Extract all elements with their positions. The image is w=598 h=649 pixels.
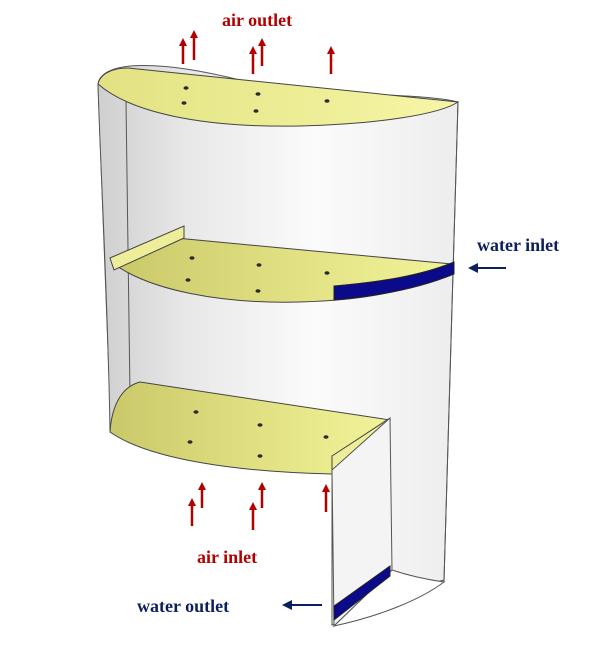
water-inlet-strip: [333, 261, 455, 301]
water-outlet-arrow: [282, 600, 322, 610]
shell-edge-right: [443, 101, 459, 583]
water-inlet-arrow: [468, 263, 506, 273]
shell-edge-left: [125, 101, 131, 397]
downcomer-floor: [332, 569, 446, 627]
middle-tray-holes: [185, 256, 330, 293]
bottom-tray: [109, 381, 392, 475]
middle-tray-weir: [109, 225, 185, 271]
air-inlet-label: air inlet: [197, 547, 257, 567]
top-tray-holes: [181, 86, 330, 113]
water-inlet-label: water inlet: [477, 235, 559, 255]
shell-body: [97, 64, 459, 626]
water-outlet-strip: [333, 565, 391, 622]
bottom-tray-holes: [187, 410, 329, 458]
air-outlet-arrows: [179, 30, 335, 74]
water-outlet-label: water outlet: [137, 596, 229, 616]
air-outlet-label: air outlet: [222, 10, 292, 30]
top-tray: [97, 67, 460, 127]
air-inlet-arrows: [188, 482, 330, 530]
